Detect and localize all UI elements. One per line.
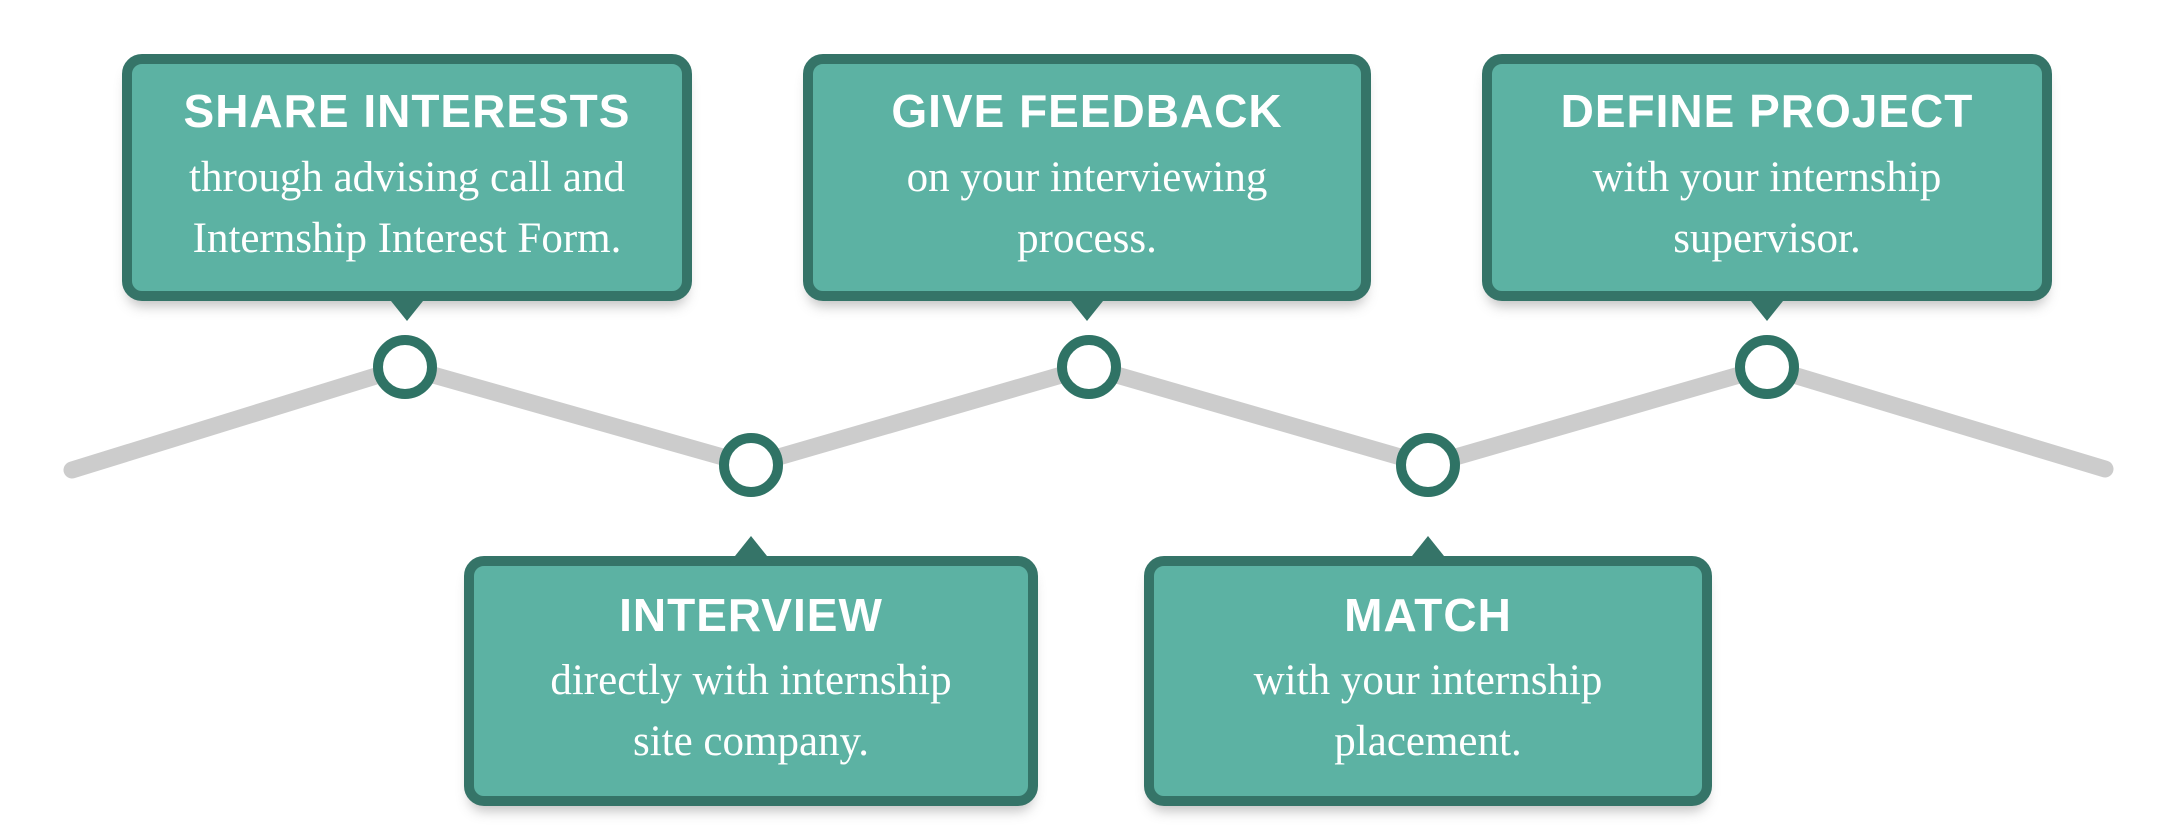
step-description: with your internship supervisor. (1593, 147, 1942, 269)
step-bubble-interview: INTERVIEW directly with internship site … (464, 536, 1038, 806)
step-description: with your internship placement. (1254, 650, 1603, 772)
step-bubble-match: MATCH with your internship placement. (1144, 536, 1712, 806)
speech-tail-up (727, 536, 775, 566)
step-description-line: process. (1017, 214, 1157, 262)
step-bubble-share-interests: SHARE INTERESTS through advising call an… (122, 54, 692, 321)
step-bubble-define-project: DEFINE PROJECT with your internship supe… (1482, 54, 2052, 321)
step-description-line: directly with internship (550, 657, 952, 705)
step-title: DEFINE PROJECT (1560, 85, 1974, 138)
step-bubble-give-feedback: GIVE FEEDBACK on your interviewing proce… (803, 54, 1371, 321)
timeline-node-2 (719, 433, 783, 497)
timeline-node-5 (1735, 335, 1799, 399)
timeline-node-1 (373, 335, 437, 399)
step-title: MATCH (1344, 588, 1512, 641)
speech-tail-down (1743, 291, 1791, 321)
step-description-line: with your internship (1592, 153, 1942, 201)
step-description-line: supervisor. (1673, 214, 1861, 262)
step-title: GIVE FEEDBACK (891, 85, 1283, 138)
step-description: on your interviewing process. (907, 147, 1268, 269)
step-description-line: through advising call and (189, 153, 625, 201)
step-title: INTERVIEW (619, 588, 883, 641)
timeline-node-4 (1396, 433, 1460, 497)
step-description-line: placement. (1334, 718, 1522, 766)
step-description-line: Internship Interest Form. (192, 214, 622, 262)
speech-tail-down (383, 291, 431, 321)
step-description: through advising call and Internship Int… (189, 147, 625, 269)
step-description-line: with your internship (1253, 657, 1603, 705)
speech-tail-up (1404, 536, 1452, 566)
step-description-line: on your interviewing (906, 153, 1268, 201)
step-description: directly with internship site company. (550, 650, 951, 772)
step-title: SHARE INTERESTS (183, 85, 631, 138)
timeline-node-3 (1057, 335, 1121, 399)
speech-tail-down (1063, 291, 1111, 321)
step-description-line: site company. (632, 718, 870, 766)
